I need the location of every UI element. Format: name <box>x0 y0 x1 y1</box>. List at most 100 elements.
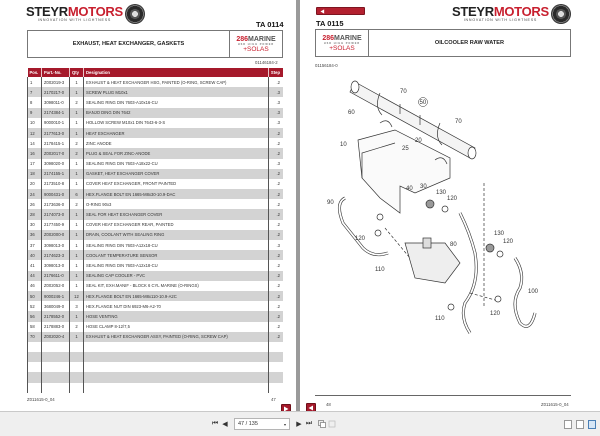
cell-designation: EXHAUST & HEAT EXCHANGER HSG, PAINTED (O… <box>83 77 269 88</box>
first-page-button[interactable]: ⏮ <box>211 420 219 427</box>
svg-text:70: 70 <box>455 119 462 125</box>
cell-qty: 2 <box>69 138 84 149</box>
paste-icon[interactable] <box>327 418 337 430</box>
cell-step: .2 <box>276 181 281 187</box>
cell-qty: 1 <box>69 209 84 220</box>
cell-qty: 1 <box>69 77 84 88</box>
cell-pos: 12 <box>27 127 42 139</box>
cell-part: 2177450-9 <box>41 219 70 230</box>
diagram-callouts: 70 50 60 70 10 20 25 40 30 130 120 90 12… <box>327 89 539 322</box>
left-page: STEYRMOTORS INNOVATION WITH LIGHTNESS TA… <box>0 0 296 411</box>
prev-page-button[interactable] <box>306 403 316 411</box>
cell-designation: HOSE CLAMP 8-12/7,5 <box>83 321 269 332</box>
cell-part: Z002000-0 <box>41 229 70 240</box>
last-page-button[interactable]: ⏭ <box>305 420 313 427</box>
cell-part: 2170217-0 <box>41 87 70 98</box>
single-page-view-button[interactable] <box>564 419 572 429</box>
svg-text:110: 110 <box>435 316 445 322</box>
cell-empty <box>27 352 42 363</box>
cell-designation: HOLLOW SCREW M10x1 DIN 7643-6-3-S <box>83 117 269 128</box>
cell-designation: BANJO DING DIN 7642 <box>83 107 269 118</box>
logo-word-steyr: STEYR <box>26 4 68 19</box>
cell-qty: 2 <box>69 148 84 159</box>
cell-part: Z002020-4 <box>41 331 70 342</box>
cell-qty: 3 <box>69 301 84 312</box>
cell-step: .2 <box>268 168 283 179</box>
brand-number: 286 <box>236 35 249 43</box>
page-selector[interactable]: 47 / 135 ▾ <box>234 418 290 430</box>
cell-step: .2 <box>276 262 281 268</box>
next-page-toolbar-button[interactable]: ▶ <box>296 421 302 428</box>
svg-text:40: 40 <box>406 186 413 192</box>
copy-icon[interactable] <box>317 418 327 430</box>
back-to-index-button[interactable] <box>316 7 365 15</box>
svg-text:50: 50 <box>420 100 427 106</box>
cell-part: 9000431-0 <box>41 189 70 200</box>
cell-part: 2174155-1 <box>41 168 70 179</box>
section-title: EXHAUST, HEAT EXCHANGER, GASKETS <box>72 41 185 47</box>
view-mode-group <box>564 419 596 429</box>
brand-solas: +SOLAS <box>243 45 269 53</box>
svg-text:30: 30 <box>420 184 427 190</box>
logo-wheel-icon <box>550 4 571 24</box>
cell-empty <box>83 382 269 393</box>
cell-empty <box>27 372 42 383</box>
cell-pos: 58 <box>27 321 42 332</box>
doc-number: 01146184-2 <box>255 60 278 65</box>
cell-step: .2 <box>276 201 281 207</box>
cell-qty: 1 <box>69 280 84 291</box>
cell-part: 9000010-1 <box>41 117 70 128</box>
table-header-row: Pos. Part.-No. Qty Designation Step <box>27 68 283 77</box>
cell-designation: O-RING 90x3 <box>83 199 269 210</box>
svg-text:25: 25 <box>402 146 409 152</box>
prev-page-toolbar-button[interactable]: ◀ <box>222 421 228 428</box>
two-page-view-button[interactable] <box>588 419 596 429</box>
cell-qty: 1 <box>69 270 84 281</box>
cell-empty <box>69 341 84 353</box>
page-number: 47 <box>271 397 276 402</box>
brand-number: 286 <box>322 34 335 42</box>
cell-qty: 1 <box>69 117 84 128</box>
section-title: OILCOOLER RAW WATER <box>434 40 505 46</box>
cell-empty <box>83 352 269 363</box>
table-row-empty <box>27 362 283 373</box>
table-row-empty <box>27 352 283 363</box>
cell-qty: 1 <box>69 260 84 271</box>
cell-step: .2 <box>276 140 281 146</box>
cell-pos: 9 <box>27 107 42 118</box>
cell-pos: 37 <box>27 240 42 251</box>
cell-pos: 70 <box>27 331 42 342</box>
cell-qty: 1 <box>69 219 84 230</box>
cell-empty <box>41 341 70 353</box>
footer-code: Z011615-0_04 <box>541 402 569 407</box>
logo-wheel-icon <box>124 4 145 24</box>
table-row-empty <box>27 341 283 353</box>
cell-pos: 7 <box>27 87 42 98</box>
cell-empty <box>83 372 269 383</box>
logo-word-motors: MOTORS <box>493 4 549 19</box>
cell-designation: ZINC ANODE <box>83 138 269 149</box>
cell-designation: SEAL KIT, EXH.MANIF - BLOCK 6 CYL MARINE… <box>83 280 269 291</box>
cell-designation: EXHAUST & HEAT EXCHANGER ASSY, PAINTED (… <box>83 331 269 342</box>
cell-empty <box>83 341 269 353</box>
ta-number: TA 0114 <box>256 20 284 29</box>
cell-pos: 18 <box>27 168 42 179</box>
table-row-empty <box>27 382 283 393</box>
cell-part: Z002052-0 <box>41 280 70 291</box>
cell-designation: COVER HEAT EXCHANGER, FRONT PAINTED <box>83 178 269 190</box>
cell-part: 9000246-1 <box>41 290 70 302</box>
cell-step: .2 <box>276 79 281 85</box>
cell-empty <box>69 372 84 383</box>
next-page-button[interactable] <box>281 404 291 411</box>
continuous-view-button[interactable] <box>576 419 584 429</box>
logo-tagline: INNOVATION WITH LIGHTNESS <box>37 18 112 22</box>
cell-designation: SEALING CAP COOLER - PVC <box>83 270 269 281</box>
